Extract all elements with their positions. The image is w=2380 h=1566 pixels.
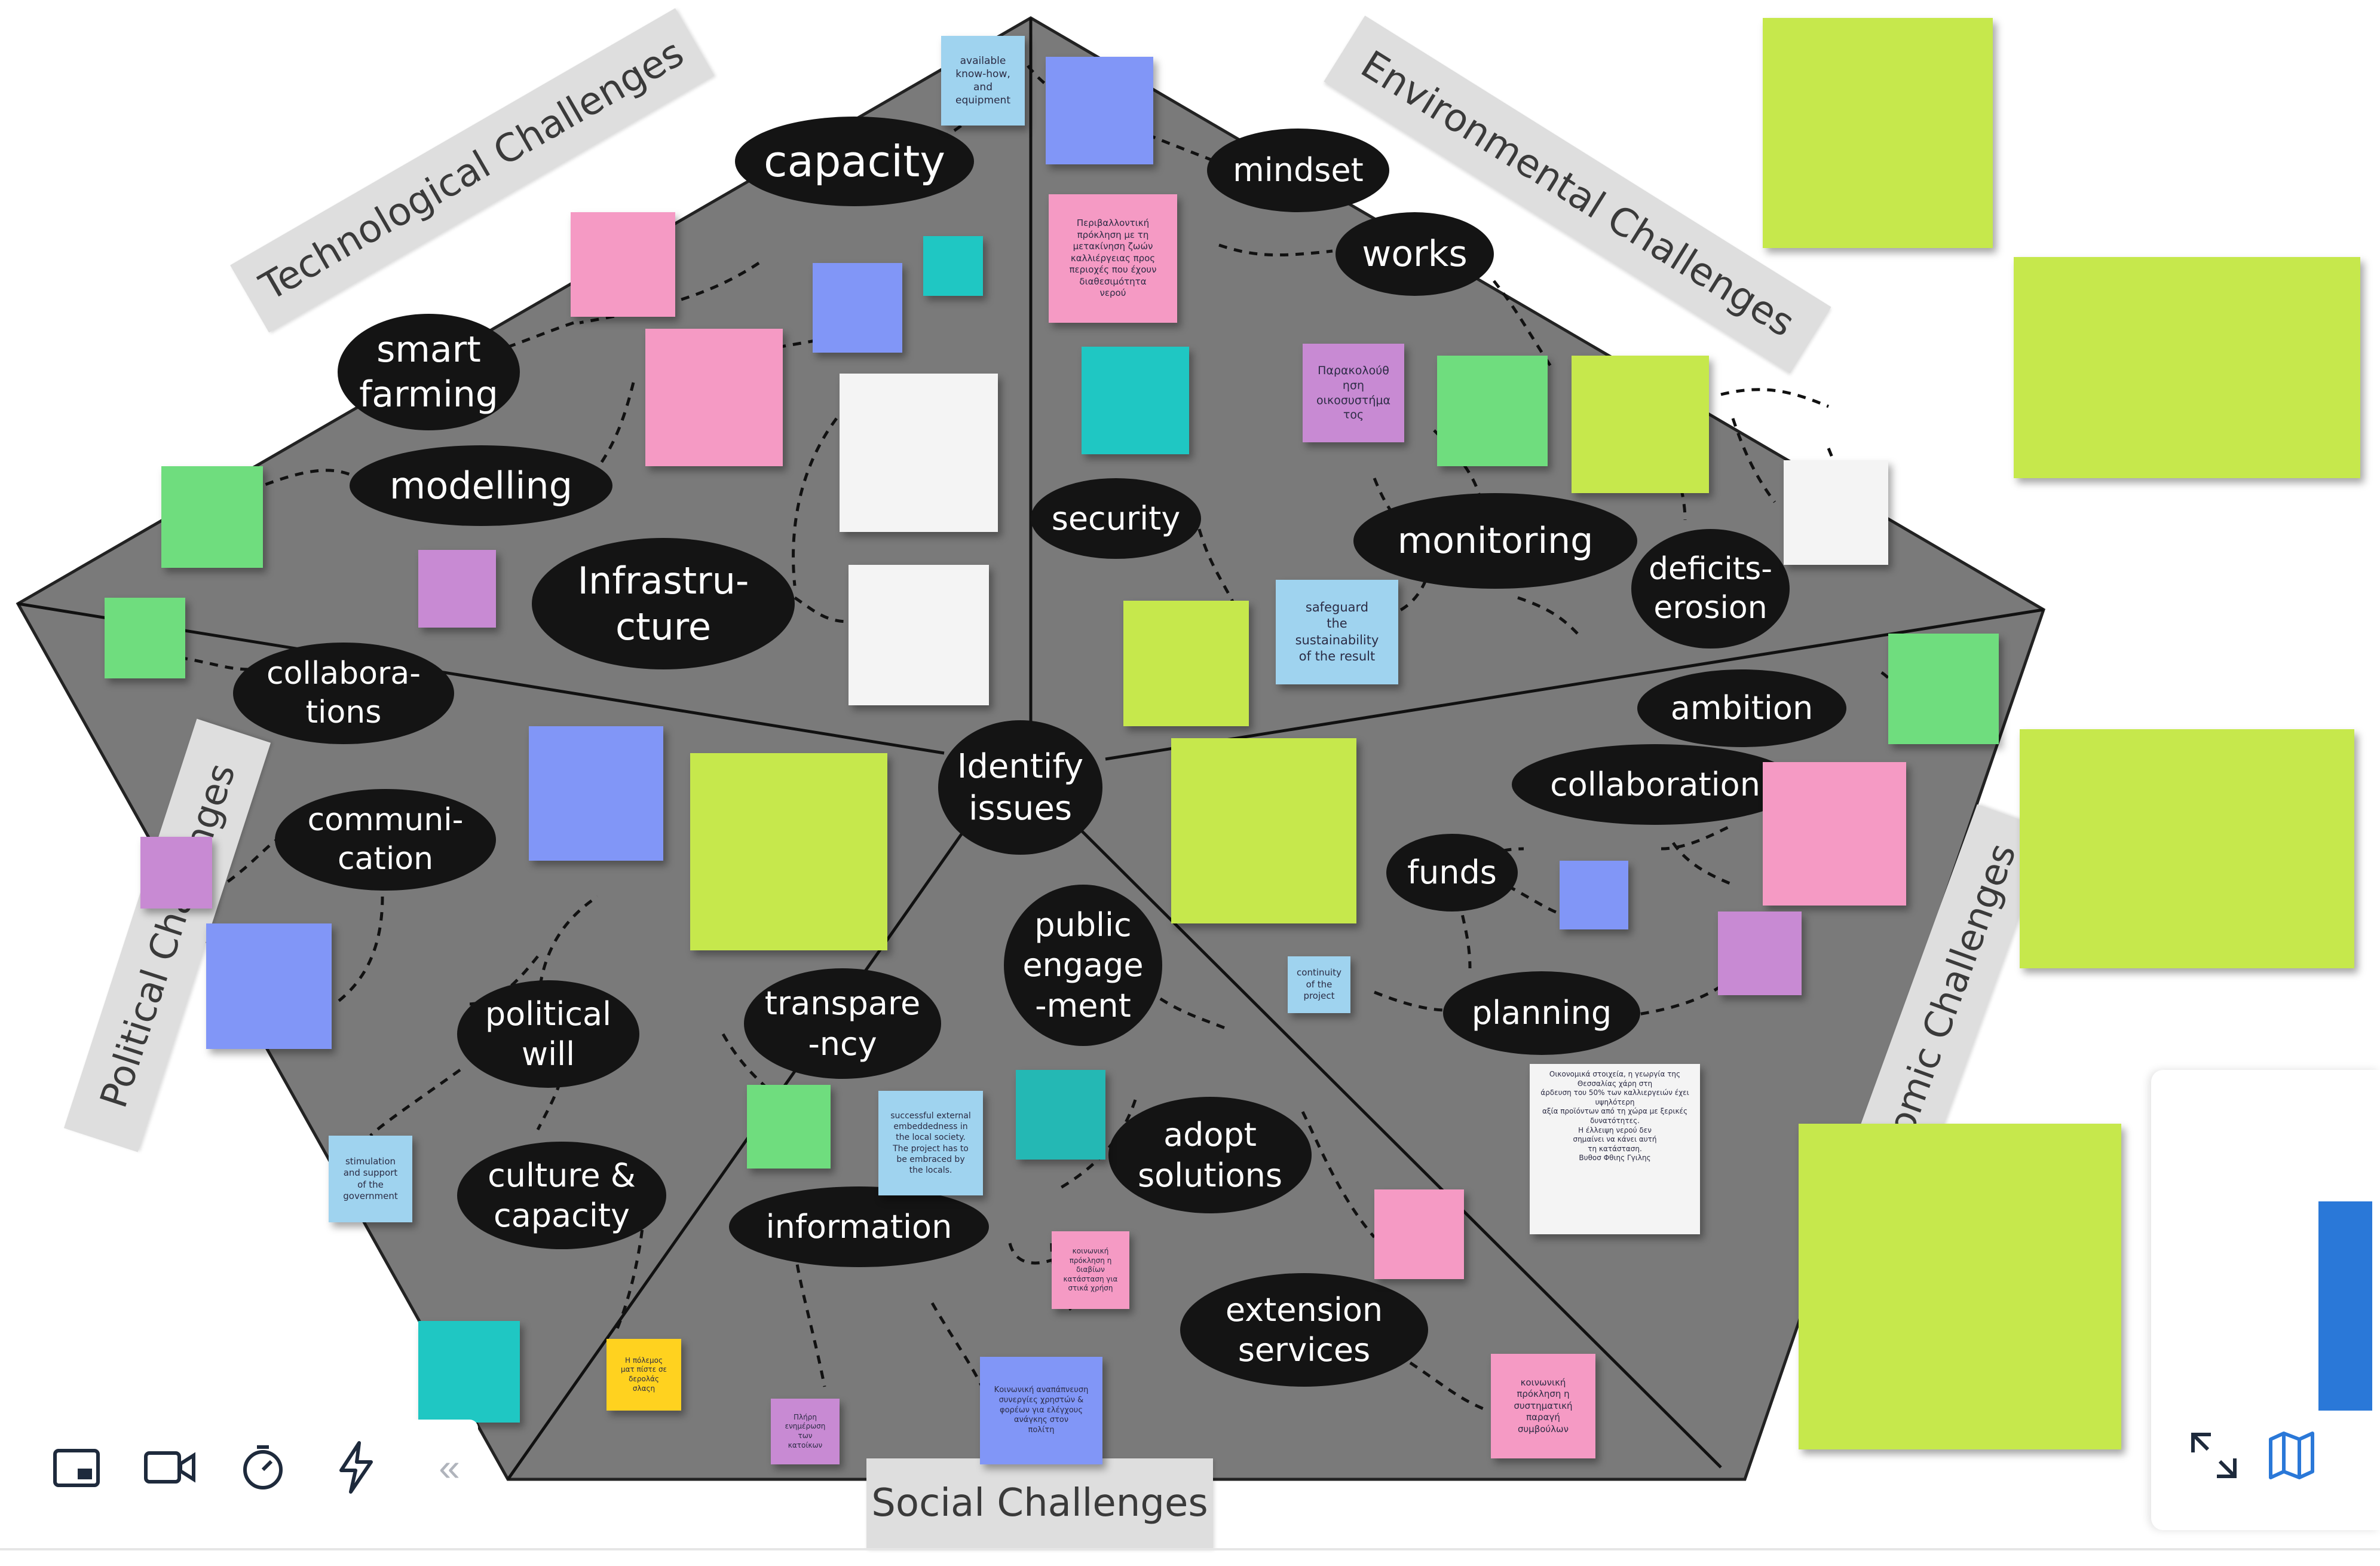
map-icon[interactable]: [2265, 1429, 2318, 1482]
sticky-note[interactable]: [645, 329, 783, 466]
bubble-collaborations[interactable]: collabora- tions: [233, 643, 454, 744]
sticky-note-large[interactable]: [1799, 1124, 2121, 1449]
sticky-note-large[interactable]: [2014, 257, 2360, 478]
sticky-note[interactable]: [1763, 762, 1906, 906]
sticky-note[interactable]: [923, 236, 983, 296]
bubble-communication[interactable]: communi- cation: [275, 789, 496, 891]
bubble-deficits-erosion[interactable]: deficits- erosion: [1631, 529, 1790, 649]
bottom-toolbar: «: [24, 1420, 478, 1515]
sticky-note[interactable]: [1171, 738, 1356, 923]
frame-icon[interactable]: [48, 1437, 105, 1497]
sticky-note[interactable]: [418, 1321, 520, 1423]
sticky-note[interactable]: [140, 837, 212, 909]
note-safeguard-sustainability[interactable]: safeguard the sustainability of the resu…: [1276, 580, 1398, 684]
bubble-political-will[interactable]: political will: [457, 980, 639, 1088]
sticky-note[interactable]: [1046, 57, 1153, 164]
sticky-note[interactable]: [813, 263, 902, 353]
minimap-panel: [2151, 1070, 2380, 1530]
sticky-note[interactable]: [1560, 861, 1628, 929]
collapse-toolbar-icon[interactable]: «: [439, 1446, 460, 1489]
bottom-divider: [0, 1548, 2380, 1550]
sticky-note[interactable]: [1572, 356, 1709, 493]
video-icon[interactable]: [141, 1437, 198, 1497]
lightning-icon[interactable]: [327, 1437, 385, 1497]
bubble-culture-capacity[interactable]: culture & capacity: [457, 1142, 666, 1249]
note-koinoniki-chrisi[interactable]: κοινωνική πρόκληση η διαβίων κατάσταση γ…: [1052, 1231, 1129, 1309]
sticky-note[interactable]: [1016, 1070, 1105, 1160]
bubble-capacity[interactable]: capacity: [735, 117, 974, 206]
sticky-note[interactable]: [161, 466, 263, 568]
sticky-note[interactable]: [418, 550, 496, 628]
bubble-monitoring[interactable]: monitoring: [1353, 493, 1637, 589]
sticky-note[interactable]: [1082, 347, 1189, 454]
sticky-note[interactable]: [1374, 1189, 1464, 1279]
sticky-note[interactable]: [1784, 460, 1888, 565]
sticky-note[interactable]: [840, 374, 998, 532]
note-polemos[interactable]: Η πόλεμος ματ πίστε σε δερολάς σλαςη: [607, 1339, 681, 1411]
note-periballontiki[interactable]: Περιβαλλοντική πρόκληση με τη μετακίνηση…: [1049, 194, 1177, 323]
bubble-public-engagement[interactable]: public engage -ment: [1004, 885, 1162, 1046]
bubble-transparency[interactable]: transpare -ncy: [744, 968, 941, 1079]
timer-icon[interactable]: [234, 1437, 292, 1497]
bubble-mindset[interactable]: mindset: [1207, 129, 1389, 212]
sticky-note-large[interactable]: [2020, 729, 2354, 968]
fullscreen-icon[interactable]: [2187, 1429, 2241, 1482]
label-social-challenges: Social Challenges: [866, 1458, 1213, 1548]
sticky-note[interactable]: [747, 1085, 831, 1169]
bubble-collaboration[interactable]: collaboration: [1512, 744, 1799, 825]
note-stimulation-support[interactable]: stimulation and support of the governmen…: [329, 1136, 412, 1222]
sticky-note[interactable]: [1437, 356, 1548, 466]
bubble-modelling[interactable]: modelling: [350, 445, 612, 526]
note-parakolouthisi[interactable]: Παρακολούθ ηση οικοσυστήμα τος: [1303, 344, 1404, 442]
note-oikonomika-stoixeia[interactable]: Οικονομικά στοιχεία, η γεωργία της Θεσσα…: [1530, 1064, 1700, 1234]
note-pliri-enimerosi[interactable]: Πλήρη ενημέρωση των κατοίκων: [771, 1399, 840, 1464]
sticky-note[interactable]: [1123, 601, 1249, 726]
bubble-funds[interactable]: funds: [1386, 834, 1518, 912]
bubble-adopt-solutions[interactable]: adopt solutions: [1108, 1097, 1312, 1213]
sticky-note[interactable]: [206, 923, 332, 1049]
note-continuity-project[interactable]: continuity of the project: [1288, 956, 1350, 1013]
sticky-note[interactable]: [849, 565, 989, 705]
bubble-ambition[interactable]: ambition: [1637, 669, 1846, 747]
note-koinoniki-anapnevsi[interactable]: Κοινωνική αναπάπνευση συνεργίες χρηστών …: [980, 1357, 1102, 1464]
sticky-note[interactable]: [1718, 912, 1802, 995]
sticky-note-large[interactable]: [1763, 18, 1993, 248]
note-koinoniki-symvoulon[interactable]: κοινωνική πρόκληση η συστηματική παραγή …: [1491, 1354, 1595, 1458]
minimap-preview[interactable]: [2318, 1201, 2372, 1411]
sticky-note[interactable]: [1888, 634, 1999, 744]
sticky-note[interactable]: [690, 753, 887, 950]
bubble-works[interactable]: works: [1336, 212, 1494, 296]
note-available-know-how[interactable]: available know-how, and equipment: [941, 36, 1025, 126]
bubble-identify-issues[interactable]: Identify issues: [938, 720, 1102, 855]
bubble-security[interactable]: security: [1031, 478, 1201, 559]
note-successful-embeddedness[interactable]: successful external embeddedness in the …: [878, 1091, 983, 1195]
bubble-extension-services[interactable]: extension services: [1180, 1273, 1428, 1387]
sticky-note[interactable]: [529, 726, 663, 861]
bubble-infrastructure[interactable]: Infrastru- cture: [532, 538, 795, 669]
bubble-planning[interactable]: planning: [1443, 971, 1640, 1055]
bubble-information[interactable]: information: [729, 1186, 989, 1267]
bubble-smart-farming[interactable]: smart farming: [338, 314, 520, 430]
sticky-note[interactable]: [571, 212, 675, 317]
sticky-note[interactable]: [105, 598, 185, 678]
